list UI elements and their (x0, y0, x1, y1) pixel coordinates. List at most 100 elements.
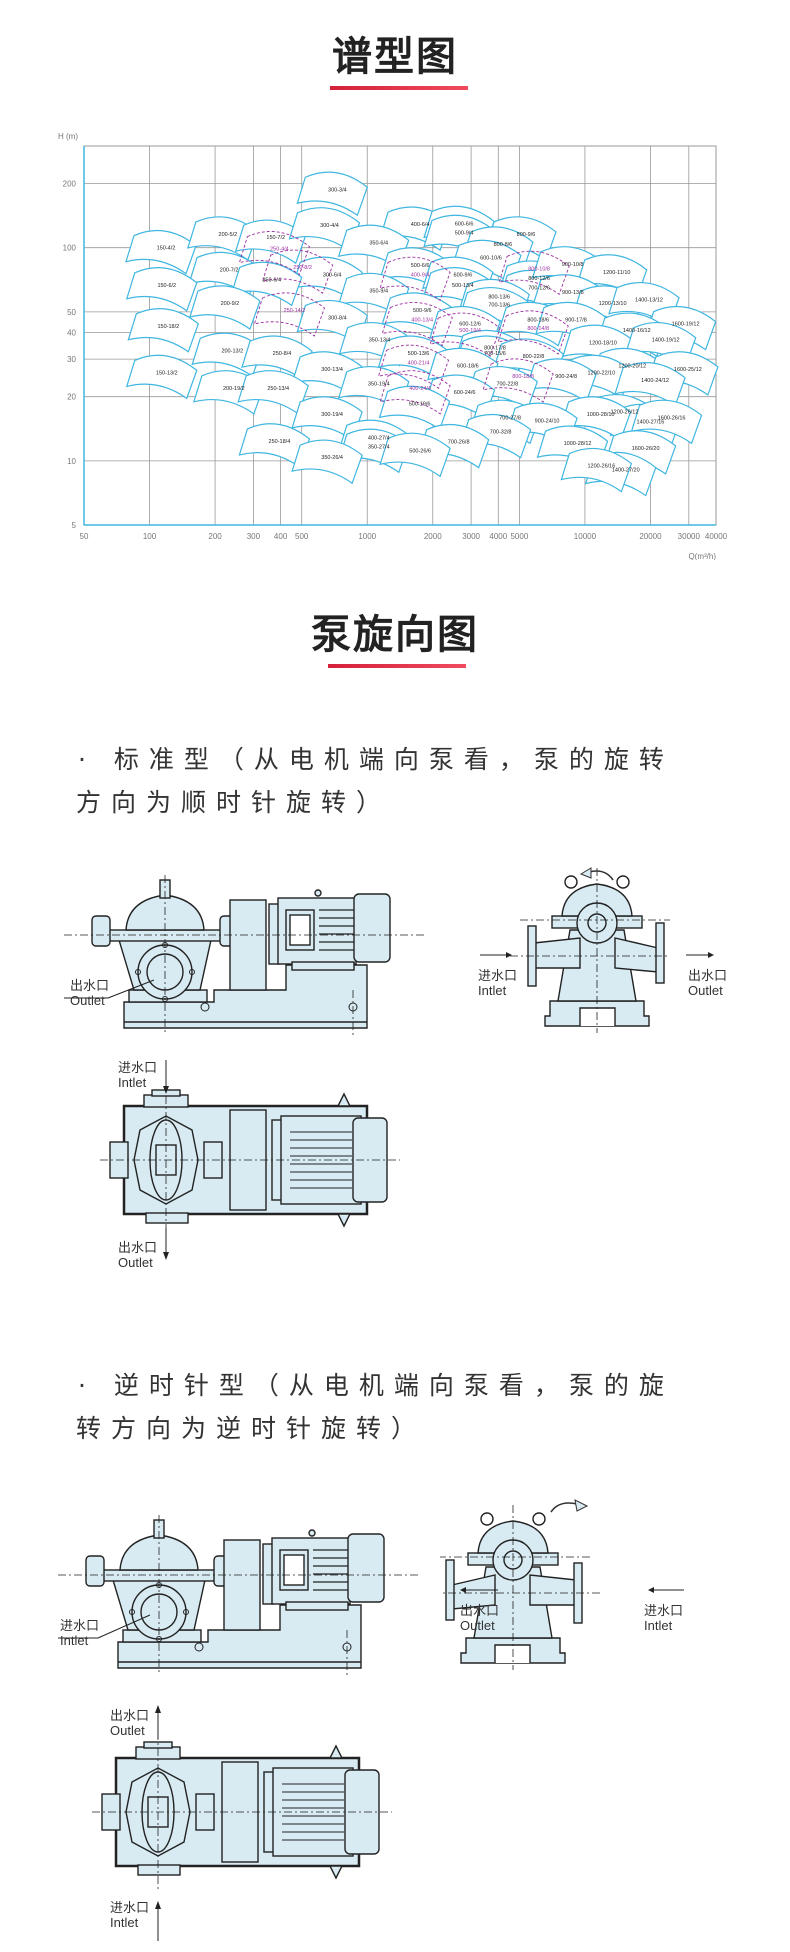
reverse-description-line2: 转方向为逆时针旋转） (76, 1414, 427, 1443)
x-tick-label: 50 (80, 532, 89, 541)
model-label: 1200-13/10 (599, 301, 627, 307)
model-label: 800-9/6 (517, 232, 536, 238)
model-label: 600-9/6 (454, 272, 473, 278)
x-axis-label: Q(m³/h) (688, 552, 716, 560)
model-label: 350-26/4 (321, 455, 343, 461)
model-label: 400-24/4 (409, 386, 431, 392)
model-label: 1400-16/12 (623, 328, 651, 334)
model-label: 350-13/4 (369, 338, 391, 344)
model-label: 500-6/6 (411, 263, 430, 269)
model-cell (125, 267, 198, 312)
section-title-chart: 谱型图 (332, 34, 458, 80)
y-tick-label: 50 (67, 308, 76, 317)
reverse-description-line1: · 逆时针型（从电机端向泵看，泵的旋 (78, 1371, 674, 1400)
model-label: 800-18/8 (512, 374, 534, 380)
model-label: 1400-27/16 (637, 419, 665, 425)
top-outlet-label: 出水口 Outlet (110, 1708, 150, 1738)
model-label: 800-14/8 (527, 326, 549, 332)
flow-arrows (480, 952, 714, 958)
x-tick-label: 20000 (639, 532, 662, 541)
model-label: 700-13/6 (488, 303, 510, 309)
model-label: 800-10/8 (528, 266, 550, 272)
model-label: 250-13/4 (267, 386, 289, 392)
model-label: 1400-24/12 (641, 378, 669, 384)
x-tick-label: 5000 (510, 532, 528, 541)
model-cell-highlight (429, 312, 501, 357)
standard-side-view-drawing (64, 870, 424, 1035)
model-label: 250-4/4 (270, 247, 289, 253)
model-cell (234, 219, 307, 265)
x-tick-label: 400 (274, 532, 288, 541)
x-tick-label: 100 (143, 532, 157, 541)
model-label: 700-27/8 (499, 415, 521, 421)
model-label: 800-18/6 (527, 318, 549, 324)
model-label: 1400-19/12 (652, 338, 680, 344)
rotation-counterclockwise-arrow-icon (550, 1499, 589, 1513)
top-inlet-label: 进水口 Intlet (118, 1060, 158, 1090)
model-label: 300-8/4 (328, 316, 347, 322)
model-label: 1600-26/20 (632, 446, 660, 452)
reverse-side-view-drawing (58, 1510, 418, 1675)
model-cell-highlight (238, 231, 310, 276)
y-tick-label: 100 (63, 244, 77, 253)
model-label: 400-13/4 (411, 318, 433, 324)
side-inlet-label: 进水口 Intlet (60, 1618, 100, 1648)
title-underline (328, 664, 466, 668)
model-label: 150-7/2 (266, 235, 285, 241)
x-tick-label: 3000 (462, 532, 480, 541)
top-outlet-label: 出水口 Outlet (118, 1240, 158, 1270)
model-cell (127, 308, 200, 353)
model-label: 150-18/2 (157, 324, 179, 330)
y-tick-label: 20 (67, 393, 76, 402)
model-label: 500-9/4 (455, 230, 474, 236)
model-label: 300-6/4 (323, 272, 342, 278)
section-title-rotation: 泵旋向图 (311, 612, 479, 658)
model-label: 1200-11/10 (603, 270, 630, 276)
model-label: 700-22/8 (496, 382, 518, 388)
model-label: 1000-28/10 (587, 412, 615, 418)
x-tick-label: 30000 (678, 532, 701, 541)
model-label: 400-21/4 (408, 360, 430, 366)
model-label: 800-22/8 (523, 354, 545, 360)
model-label: 500-26/6 (409, 448, 431, 454)
model-label: 250-18/4 (269, 439, 291, 445)
end-inlet-label: 进水口 Intlet (644, 1603, 684, 1633)
model-label: 1400-13/12 (635, 298, 663, 304)
model-label: 300-3/4 (328, 187, 347, 193)
model-label: 200-13/2 (221, 348, 243, 354)
standard-description-line1: · 标准型（从电机端向泵看，泵的旋转 (78, 745, 674, 774)
side-outlet-label: 出水口 Outlet (70, 978, 110, 1008)
model-cell (125, 354, 198, 400)
model-label: 250-6/4 (262, 277, 281, 283)
model-label: 600-18/6 (457, 364, 479, 370)
title-underline (330, 86, 468, 90)
model-label: 900-24/8 (555, 374, 577, 380)
flow-arrows (460, 1587, 684, 1593)
model-label: 1000-28/12 (564, 441, 592, 447)
model-label: 200-7/2 (220, 268, 239, 274)
model-label: 1600-25/12 (674, 367, 702, 373)
performance-range-chart: 300-3/4 150-4/2 200-5/2 150-7/2 250-4/4 300-4… (58, 132, 728, 560)
model-cell-highlight (497, 310, 569, 355)
model-label: 900-17/8 (565, 318, 587, 324)
model-label: 700-26/8 (448, 440, 470, 446)
model-label: 600-6/6 (455, 221, 474, 227)
model-cell-highlight (379, 370, 451, 415)
model-cell (291, 439, 363, 485)
model-label: 300-4/4 (320, 223, 339, 229)
model-label: 900-10/8 (562, 262, 584, 268)
model-label: 200-5/2 (219, 232, 238, 238)
model-cell-highlight (253, 292, 325, 337)
model-label: 800-12/6 (528, 276, 550, 282)
model-label: 700-15/6 (484, 351, 506, 357)
model-label: 500-13/6 (408, 351, 430, 357)
model-label: 500-19/4 (459, 328, 481, 334)
x-tick-label: 300 (247, 532, 261, 541)
x-tick-label: 4000 (489, 532, 507, 541)
model-label: 150-4/2 (157, 246, 176, 252)
model-cell (560, 447, 633, 493)
model-label: 400-9/4 (411, 272, 430, 278)
model-label: 700-12/6 (528, 286, 550, 292)
x-tick-label: 2000 (424, 532, 442, 541)
model-cell-highlight (261, 249, 334, 294)
